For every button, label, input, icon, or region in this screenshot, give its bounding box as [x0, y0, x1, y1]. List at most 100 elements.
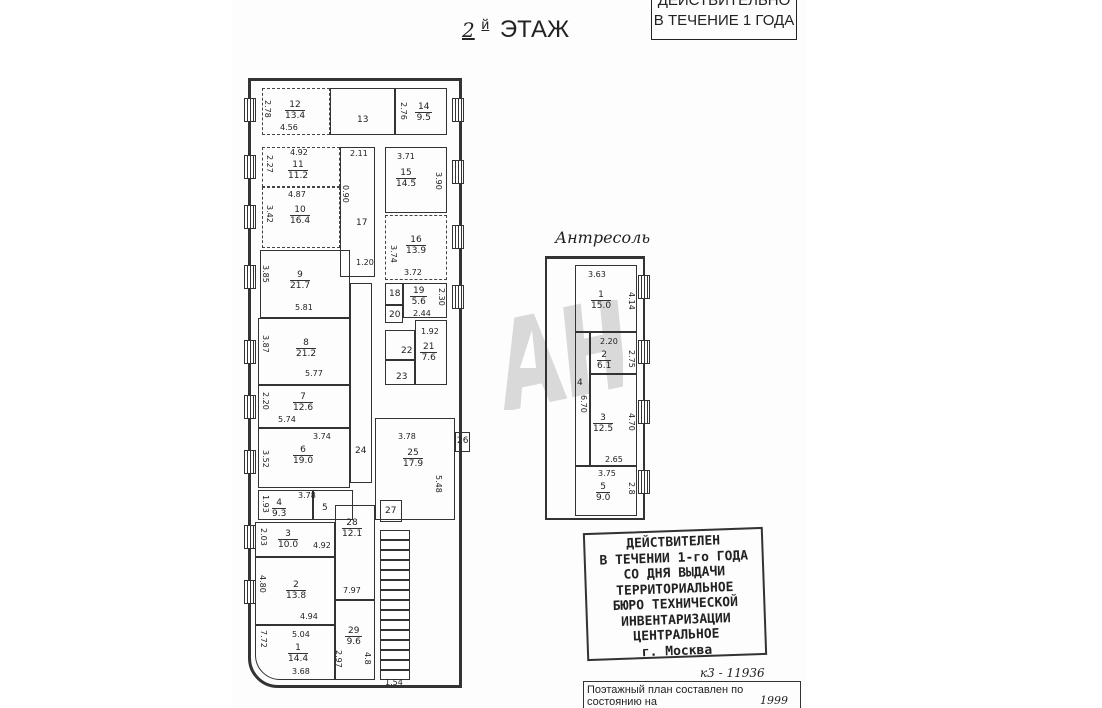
- registration-number: к3 - 11936: [700, 666, 765, 680]
- dimension: 7.97: [343, 586, 361, 595]
- room-26: [455, 432, 470, 452]
- window-icon: [452, 160, 464, 184]
- room-19: [403, 283, 447, 318]
- window-icon: [244, 395, 256, 419]
- validity-stamp-top: ДЕЙСТВИТЕЛЬНО В ТЕЧЕНИЕ 1 ГОДА: [651, 0, 797, 40]
- window-icon: [244, 340, 256, 364]
- window-icon: [638, 340, 650, 364]
- dimension: 2.03: [259, 528, 268, 546]
- room-label: 18: [389, 289, 401, 299]
- dimension: 4.14: [627, 292, 636, 310]
- plan-footer-box: Поэтажный план составлен по состоянию на: [583, 681, 801, 708]
- room-22: [385, 330, 415, 360]
- dimension: 4.94: [300, 612, 318, 621]
- mezz-room-2: [590, 332, 637, 374]
- dimension: 3.63: [588, 270, 606, 279]
- room-16: [385, 215, 447, 280]
- dimension: 2.11: [350, 149, 368, 158]
- dimension: 2.20: [600, 337, 618, 346]
- room-label: 27: [385, 506, 397, 516]
- stamp-line: ДЕЙСТВИТЕЛЬНО: [657, 0, 791, 9]
- dimension: 3.68: [292, 667, 310, 676]
- dimension: 5.81: [295, 303, 313, 312]
- dimension: 7.72: [259, 630, 268, 648]
- room-label: 24: [355, 446, 367, 456]
- building-outer-wall: [248, 78, 462, 688]
- window-icon: [244, 265, 256, 289]
- dimension: 5.74: [278, 415, 296, 424]
- room-11: [262, 147, 340, 187]
- window-icon: [244, 98, 256, 122]
- window-icon: [244, 155, 256, 179]
- dimension: 3.87: [261, 335, 270, 353]
- room-20: [385, 305, 403, 323]
- footer-year: 1999: [760, 694, 788, 707]
- window-icon: [244, 450, 256, 474]
- dimension: 3.78: [298, 491, 316, 500]
- mezzanine-outer-wall: [545, 256, 645, 520]
- dimension: 5.04: [292, 630, 310, 639]
- room-label: 20: [389, 310, 401, 320]
- window-icon: [638, 275, 650, 299]
- bti-validity-stamp: ДЕЙСТВИТЕЛЕН В ТЕЧЕНИИ 1-го ГОДА СО ДНЯ …: [582, 526, 768, 662]
- dimension: 2.75: [627, 350, 636, 368]
- mezz-room-3: [590, 374, 637, 466]
- dimension: 1.20: [356, 258, 374, 267]
- room-14: [395, 88, 447, 135]
- room-6: [258, 428, 350, 488]
- room-12: [262, 88, 330, 135]
- mezz-room-5: [575, 466, 637, 516]
- page-title: 2 й ЭТАЖ: [462, 16, 569, 44]
- floor-suffix: й: [481, 16, 490, 32]
- window-icon: [638, 400, 650, 424]
- footer-text: Поэтажный план составлен по состоянию на: [587, 684, 744, 708]
- dimension: 3.42: [265, 205, 274, 223]
- room-27: [380, 500, 402, 522]
- dimension: 3.90: [434, 172, 443, 190]
- dimension: 2.78: [263, 100, 272, 118]
- room-7: [258, 385, 350, 428]
- dimension: 2.8: [627, 482, 636, 495]
- mezz-room-1: [575, 265, 637, 332]
- dimension: 3.78: [398, 432, 416, 441]
- stairs-width: 1.54: [385, 678, 403, 687]
- dimension: 4.8: [363, 652, 372, 665]
- room-2: [255, 557, 335, 625]
- room-9: [260, 250, 350, 318]
- floor-label: ЭТАЖ: [499, 16, 570, 43]
- dimension: 2.65: [605, 455, 623, 464]
- room-18: [385, 283, 403, 305]
- dimension: 3.85: [261, 265, 270, 283]
- room-8: [258, 318, 350, 385]
- room-label: 4: [577, 378, 583, 388]
- room-29: [335, 600, 375, 680]
- room-label: 22: [401, 346, 413, 356]
- dimension: 3.72: [404, 268, 422, 277]
- room-1: [255, 625, 335, 680]
- dimension: 3.74: [313, 432, 331, 441]
- mezz-room-4: [575, 332, 590, 466]
- room-4: [258, 490, 313, 520]
- dimension: 2.97: [334, 650, 343, 668]
- room-label: 5: [322, 503, 328, 513]
- dimension: 3.71: [397, 152, 415, 161]
- room-24: [350, 283, 372, 483]
- room-15: [385, 147, 447, 213]
- dimension: 2.20: [261, 392, 270, 410]
- dimension: 4.56: [280, 123, 298, 132]
- floor-number: 2: [462, 18, 475, 42]
- dimension: 4.92: [290, 148, 308, 157]
- window-icon: [452, 285, 464, 309]
